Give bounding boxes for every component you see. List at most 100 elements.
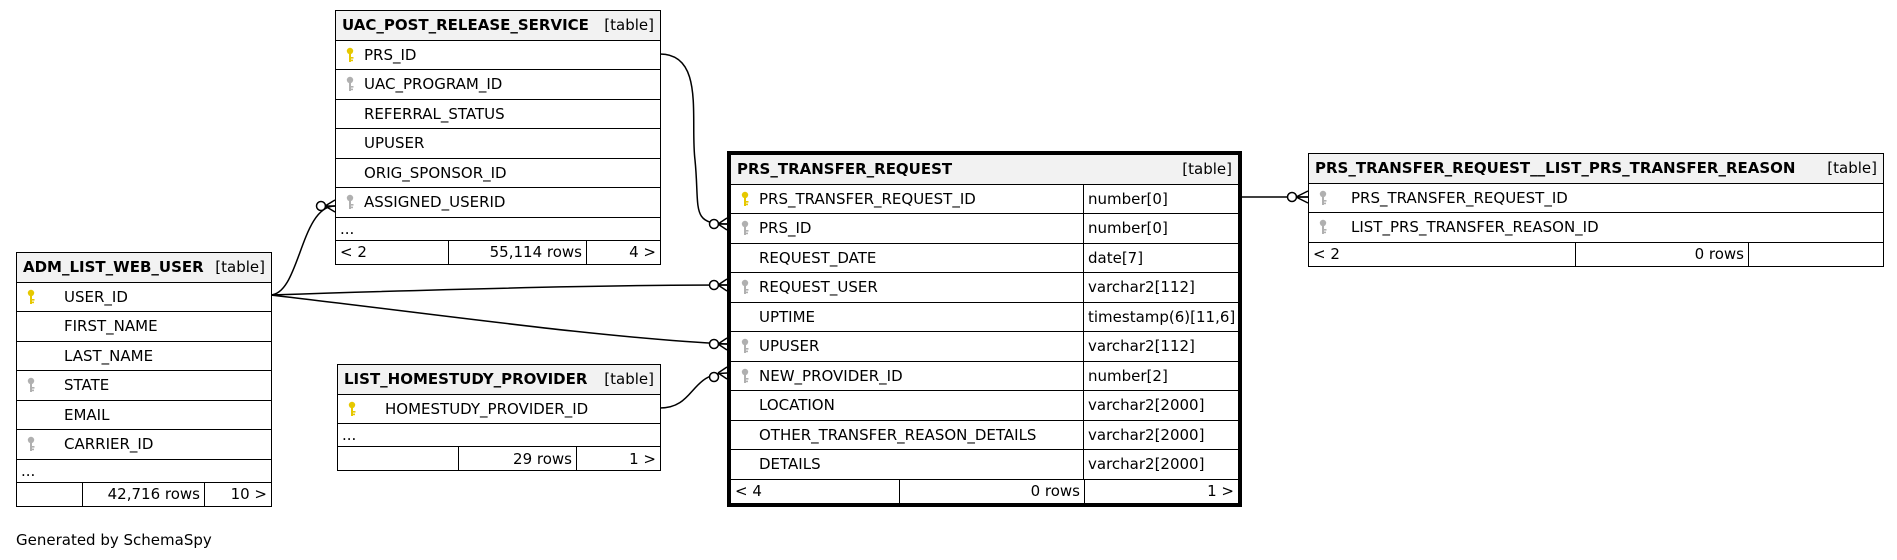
children-link[interactable]: 1 > (1084, 479, 1238, 503)
column-name: UPUSER (759, 337, 820, 356)
row-count: 29 rows (458, 447, 576, 470)
column-row[interactable]: ASSIGNED_USERID (336, 188, 660, 218)
table-prs-transfer-request[interactable]: PRS_TRANSFER_REQUEST [table] PRS_TRANSFE… (727, 151, 1242, 507)
column-row[interactable]: PRS_ID (336, 41, 660, 70)
column-row[interactable]: USER_ID (17, 283, 271, 312)
column-type: varchar2[112] (1083, 273, 1238, 302)
column-name: FIRST_NAME (64, 317, 158, 336)
parents-link[interactable]: < 2 (340, 243, 367, 261)
parents-link[interactable]: < 2 (1313, 245, 1340, 263)
table-name: PRS_TRANSFER_REQUEST__LIST_PRS_TRANSFER_… (1315, 159, 1796, 178)
foreign-key-icon (1317, 219, 1329, 235)
table-footer: 42,716 rows 10 > (17, 482, 271, 506)
column-name: HOMESTUDY_PROVIDER_ID (385, 399, 589, 418)
column-row[interactable]: LAST_NAME (17, 342, 271, 371)
foreign-key-icon (344, 194, 356, 210)
column-row[interactable]: EMAIL (17, 401, 271, 430)
column-type: varchar2[2000] (1083, 391, 1238, 420)
table-kind: [table] (215, 258, 265, 277)
table-name: ADM_LIST_WEB_USER (23, 258, 204, 277)
column-type: varchar2[2000] (1083, 420, 1238, 449)
crowfoot-marker (717, 337, 728, 351)
table-header: UAC_POST_RELEASE_SERVICE [table] (336, 11, 660, 41)
table-footer: < 2 55,114 rows 4 > (336, 240, 660, 264)
column-row[interactable]: CARRIER_ID (17, 430, 271, 460)
foreign-key-icon (1317, 190, 1329, 206)
column-row[interactable]: HOMESTUDY_PROVIDER_ID (338, 395, 660, 424)
row-count: 0 rows (1575, 242, 1748, 266)
column-name: LOCATION (759, 396, 835, 415)
column-name: UPUSER (364, 134, 425, 153)
more-columns[interactable]: ... (17, 460, 271, 483)
column-row[interactable]: REFERRAL_STATUS (336, 100, 660, 129)
row-count: 42,716 rows (82, 482, 204, 506)
edge-end-circle (708, 371, 720, 383)
column-name: ORIG_SPONSOR_ID (364, 163, 507, 182)
column-name: REFERRAL_STATUS (364, 104, 505, 123)
crowfoot-marker (1295, 190, 1309, 204)
column-row[interactable]: PRS_TRANSFER_REQUEST_ID (1309, 184, 1883, 213)
edge-request-user (269, 284, 728, 296)
row-count: 55,114 rows (448, 240, 586, 264)
parents-link[interactable] (338, 447, 458, 470)
children-link[interactable]: 4 > (586, 240, 660, 264)
column-name: USER_ID (64, 287, 128, 306)
table-header: LIST_HOMESTUDY_PROVIDER [table] (338, 365, 660, 395)
table-uac-post-release-service[interactable]: UAC_POST_RELEASE_SERVICE [table] PRS_ID … (335, 10, 661, 265)
children-link[interactable]: 10 > (204, 482, 271, 506)
children-link[interactable]: 1 > (576, 447, 660, 470)
more-columns[interactable]: ... (336, 218, 660, 241)
parents-link[interactable]: < 4 (735, 482, 762, 500)
column-name: PRS_ID (759, 219, 812, 238)
column-row[interactable]: DETAILS varchar2[2000] (731, 450, 1238, 480)
column-name: UPTIME (759, 307, 816, 326)
foreign-key-icon (739, 338, 751, 354)
table-kind: [table] (1827, 159, 1877, 178)
children-link[interactable] (1748, 242, 1883, 266)
column-row[interactable]: ORIG_SPONSOR_ID (336, 159, 660, 188)
edge-end-circle (708, 279, 720, 291)
parents-link[interactable] (17, 483, 82, 506)
column-row[interactable]: LIST_PRS_TRANSFER_REASON_ID (1309, 213, 1883, 243)
column-name: REQUEST_DATE (759, 248, 877, 267)
generator-credit: Generated by SchemaSpy (16, 531, 212, 549)
crowfoot-marker (717, 366, 728, 380)
table-adm-list-web-user[interactable]: ADM_LIST_WEB_USER [table] USER_ID FIRST_… (16, 252, 272, 507)
column-name: PRS_ID (364, 45, 417, 64)
foreign-key-icon (739, 220, 751, 236)
edge-assigned-userid (269, 205, 336, 296)
foreign-key-icon (739, 368, 751, 384)
column-row[interactable]: UPUSER (336, 129, 660, 159)
edge-upuser (269, 294, 728, 345)
row-count: 0 rows (899, 479, 1084, 503)
foreign-key-icon (25, 436, 37, 452)
column-name: EMAIL (64, 405, 110, 424)
column-name: REQUEST_USER (759, 278, 878, 297)
foreign-key-icon (344, 76, 356, 92)
column-row[interactable]: UAC_PROGRAM_ID (336, 70, 660, 100)
column-row[interactable]: REQUEST_USER varchar2[112] (731, 273, 1238, 303)
column-row[interactable]: STATE (17, 371, 271, 401)
primary-key-icon (739, 191, 751, 207)
column-row[interactable]: LOCATION varchar2[2000] (731, 391, 1238, 421)
edge-end-circle (708, 338, 720, 350)
table-list-homestudy-provider[interactable]: LIST_HOMESTUDY_PROVIDER [table] HOMESTUD… (337, 364, 661, 471)
table-name: LIST_HOMESTUDY_PROVIDER (344, 370, 588, 389)
table-prs-transfer-request-list-prs-transfer-reason[interactable]: PRS_TRANSFER_REQUEST__LIST_PRS_TRANSFER_… (1308, 153, 1884, 267)
column-name: LAST_NAME (64, 346, 154, 365)
more-columns[interactable]: ... (338, 424, 660, 447)
table-kind: [table] (604, 16, 654, 35)
column-name: PRS_TRANSFER_REQUEST_ID (1351, 188, 1568, 207)
table-name: PRS_TRANSFER_REQUEST (737, 160, 953, 179)
column-name: DETAILS (759, 455, 821, 474)
column-row[interactable]: FIRST_NAME (17, 312, 271, 342)
column-type: varchar2[2000] (1083, 450, 1238, 479)
